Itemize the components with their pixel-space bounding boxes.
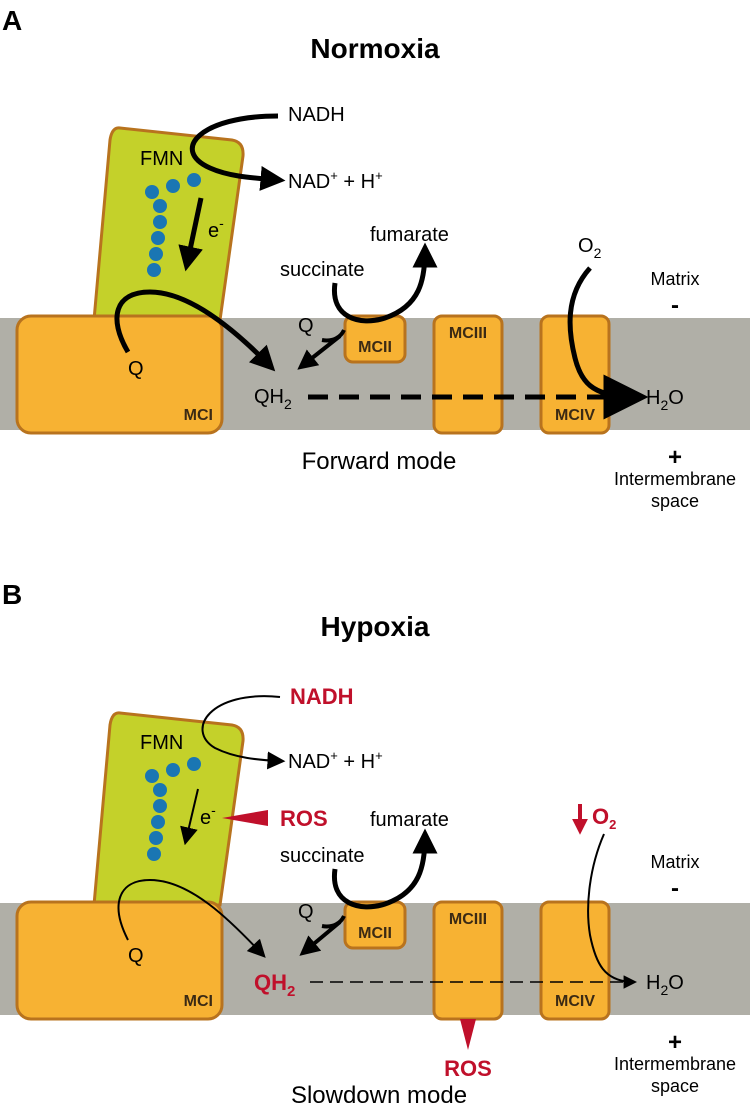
iron-sulfur-cluster <box>153 799 167 813</box>
succinate-label: succinate <box>280 259 365 281</box>
mcii-q-reduction-arrow <box>304 915 346 952</box>
electron-label: e- <box>208 215 224 242</box>
matrix-charge-sign: - <box>671 875 679 902</box>
electron-transfer-arrow <box>180 788 199 846</box>
intermembrane-charge-sign: + <box>668 444 682 471</box>
complex-ii-label: MCII <box>358 925 392 942</box>
fumarate-label: fumarate <box>370 809 449 831</box>
matrix-label: Matrix <box>651 852 700 872</box>
complex-ii <box>343 314 407 364</box>
panel-a: A Normoxia FMN MCI MCII MCIII MCIV NADH … <box>0 5 750 511</box>
ros-release-wedge <box>460 1019 476 1050</box>
nad-label: NAD+ + H+ <box>288 168 383 193</box>
nadh-label-highlighted: NADH <box>290 684 354 709</box>
q-reduction-arrow <box>114 289 276 372</box>
iron-sulfur-cluster <box>145 769 159 783</box>
iron-sulfur-cluster <box>153 215 167 229</box>
electron-label: e- <box>200 802 216 829</box>
q-mci-label: Q <box>128 945 144 967</box>
matrix-label: Matrix <box>651 269 700 289</box>
iron-sulfur-cluster <box>147 847 161 861</box>
iron-sulfur-cluster <box>166 763 180 777</box>
panel-b: B Hypoxia FMN MCI MCII MCIII MCIV NADH N… <box>0 579 750 1109</box>
complex-iv <box>539 900 611 1021</box>
q-mcii-label: Q <box>298 315 314 337</box>
intermembrane-charge-sign: + <box>668 1029 682 1056</box>
complex-i-label: MCI <box>184 407 213 424</box>
succinate-oxidation-arrow <box>332 828 438 910</box>
iron-sulfur-cluster <box>153 199 167 213</box>
o2-label: O2 <box>578 235 602 261</box>
mcii-q-reduction-arrow <box>302 329 346 366</box>
mode-label: Forward mode <box>302 448 457 475</box>
iron-sulfur-cluster <box>187 173 201 187</box>
qh2-label: QH2 <box>254 386 292 412</box>
qh2-label-highlighted: QH2 <box>254 970 295 1000</box>
complex-iii-label: MCIII <box>449 911 487 928</box>
complex-iii-label: MCIII <box>449 325 487 342</box>
complex-i-label: MCI <box>184 993 213 1010</box>
intermembrane-label-line-2: space <box>651 491 699 511</box>
succinate-label: succinate <box>280 845 365 867</box>
oxygen-reduction-arrow <box>587 833 631 983</box>
mode-label: Slowdown mode <box>291 1082 467 1109</box>
nad-label: NAD+ + H+ <box>288 748 383 773</box>
complex-iv-label: MCIV <box>555 407 595 424</box>
panel-a-letter: A <box>2 5 22 36</box>
q-reduction-arrow <box>117 878 266 958</box>
iron-sulfur-cluster <box>153 783 167 797</box>
iron-sulfur-cluster <box>151 815 165 829</box>
iron-sulfur-cluster <box>187 757 201 771</box>
matrix-charge-sign: - <box>671 292 679 319</box>
iron-sulfur-cluster <box>151 231 165 245</box>
iron-sulfur-cluster <box>147 263 161 277</box>
intermembrane-label: Intermembrane <box>614 1054 736 1074</box>
panel-b-title: Hypoxia <box>321 611 430 642</box>
h2o-label: H2O <box>646 387 684 413</box>
ros-label-complex-iii: ROS <box>444 1056 492 1081</box>
fumarate-label: fumarate <box>370 224 449 246</box>
iron-sulfur-cluster <box>166 179 180 193</box>
fmn-electron-chain <box>145 757 201 861</box>
panel-b-letter: B <box>2 579 22 610</box>
complex-ii <box>343 900 407 950</box>
nadh-oxidation-arrow <box>201 695 286 770</box>
nadh-oxidation-arrow <box>189 113 286 191</box>
ros-label-complex-i: ROS <box>280 806 328 831</box>
oxygen-reduction-arrow <box>567 266 629 400</box>
panel-a-title: Normoxia <box>310 33 440 64</box>
fmn-electron-chain <box>145 173 201 277</box>
q-mcii-label: Q <box>298 901 314 923</box>
electron-transfer-arrow <box>178 197 204 272</box>
fmn-label: FMN <box>140 732 183 754</box>
iron-sulfur-cluster <box>145 185 159 199</box>
ros-release-wedge <box>222 810 268 826</box>
succinate-oxidation-arrow <box>332 242 438 324</box>
complex-i <box>15 314 224 435</box>
complex-iv-label: MCIV <box>555 993 595 1010</box>
complex-ii-label: MCII <box>358 339 392 356</box>
fmn-label: FMN <box>140 148 183 170</box>
intermembrane-label: Intermembrane <box>614 469 736 489</box>
nadh-label: NADH <box>288 104 345 126</box>
iron-sulfur-cluster <box>149 247 163 261</box>
intermembrane-label-line-2: space <box>651 1076 699 1096</box>
iron-sulfur-cluster <box>149 831 163 845</box>
fmn-subunit <box>92 711 245 907</box>
o2-label-highlighted: O2 <box>592 804 616 832</box>
q-mci-label: Q <box>128 358 144 380</box>
h2o-label: H2O <box>646 972 684 998</box>
complex-iii <box>432 314 504 435</box>
